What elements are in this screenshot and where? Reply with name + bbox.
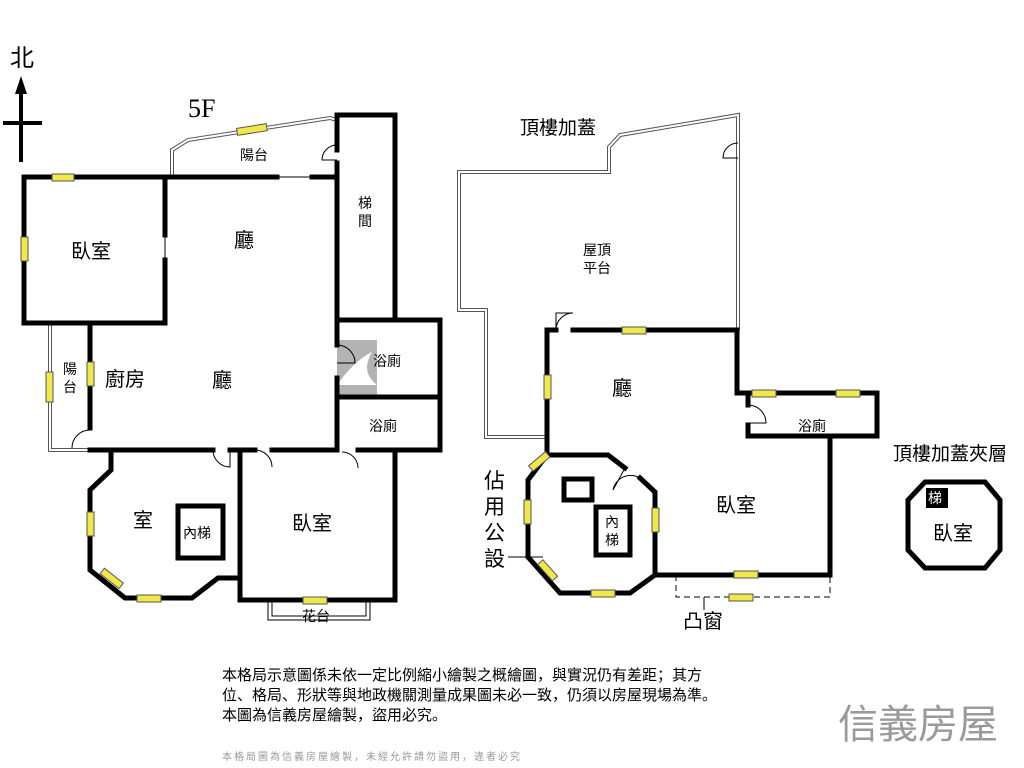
rooftop-walls bbox=[457, 112, 880, 610]
rooftop-labels: 屋頂平台 廳 浴廁 臥室 梯 內梯 佔用公設 凸窗 bbox=[484, 243, 826, 633]
label-stairwell: 梯間 bbox=[358, 196, 372, 230]
label-balcony-west: 陽台 bbox=[63, 362, 77, 396]
label-rooftop-bath: 浴廁 bbox=[798, 418, 826, 435]
label-bay-window: 凸窗 bbox=[683, 609, 723, 633]
floor-5f-title: 5F bbox=[188, 94, 215, 123]
mezzanine-title: 頂樓加蓋夾層 bbox=[893, 443, 1007, 465]
label-rooftop-stair: 梯 bbox=[566, 484, 580, 500]
disclaimer: 本格局示意圖係未依一定比例縮小繪製之概繪圖，與實況仍有差距；其方 位、格局、形狀… bbox=[222, 665, 822, 725]
rooftop-windows bbox=[523, 326, 861, 602]
label-rooftop-inner-stair: 內梯 bbox=[605, 515, 619, 549]
label-bath-upper: 浴廁 bbox=[373, 353, 401, 370]
label-inner-stair: 內梯 bbox=[183, 526, 211, 542]
label-planter: 花台 bbox=[302, 609, 330, 625]
label-roof-platform: 屋頂平台 bbox=[583, 243, 611, 277]
label-living-upper: 廳 bbox=[234, 228, 254, 252]
disclaimer-line-3: 本圖為信義房屋繪製，盜用必究。 bbox=[222, 706, 448, 724]
label-bedroom-nw: 臥室 bbox=[71, 239, 111, 263]
rooftop-title: 頂樓加蓋 bbox=[520, 117, 596, 139]
north-arrow-icon bbox=[3, 76, 42, 162]
watermark-logo-text: 信義房屋 bbox=[838, 702, 998, 748]
label-mezzanine-stair: 梯 bbox=[928, 491, 942, 507]
label-mezzanine-bedroom: 臥室 bbox=[933, 521, 973, 545]
label-rooftop-bedroom: 臥室 bbox=[716, 493, 756, 517]
floor-5f-windows bbox=[20, 123, 328, 605]
label-bedroom-se: 臥室 bbox=[292, 511, 332, 535]
mezzanine-walls bbox=[905, 479, 1003, 571]
label-bath-lower: 浴廁 bbox=[369, 418, 397, 435]
label-room-sw: 室 bbox=[133, 508, 153, 532]
label-balcony-top: 陽台 bbox=[240, 148, 268, 164]
watermark-text: 本格局圖為信義房屋繪製，未經允許請勿盜用，違者必究 bbox=[222, 750, 522, 763]
label-rooftop-living: 廳 bbox=[612, 376, 632, 400]
disclaimer-line-1: 本格局示意圖係未依一定比例縮小繪製之概繪圖，與實況仍有差距；其方 bbox=[222, 666, 703, 684]
disclaimer-line-2: 位、格局、形狀等與地政機關測量成果圖未必一致，仍須以房屋現場為準。 bbox=[222, 686, 718, 704]
north-label: 北 bbox=[10, 44, 34, 72]
floor-5f-walls bbox=[21, 112, 443, 621]
label-living-lower: 廳 bbox=[212, 368, 232, 392]
watermark-logo: 信義房屋 本格局圖為信義房屋繪製，未經允許請勿盜用，違者必究 bbox=[222, 340, 998, 763]
floor-5f-labels: 陽台 梯間 臥室 廳 廚房 廳 陽台 浴廁 浴廁 室 內梯 臥室 花台 bbox=[63, 148, 401, 625]
label-common-area: 佔用公設 bbox=[484, 469, 505, 571]
label-kitchen: 廚房 bbox=[105, 367, 145, 391]
